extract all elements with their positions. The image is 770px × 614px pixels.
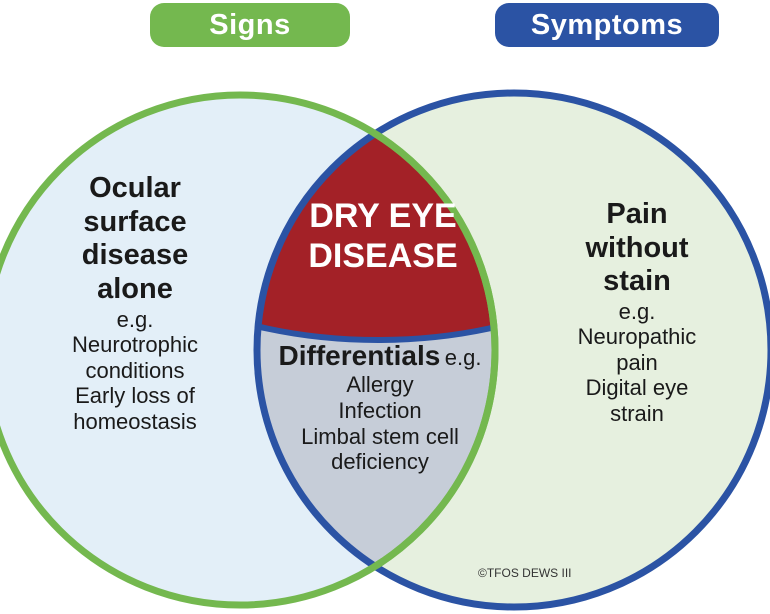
right-item: pain [616,349,658,375]
dry-eye-line: DISEASE [308,237,458,276]
differentials-item: Limbal stem cell [301,423,459,449]
symptoms-label-text: Symptoms [530,8,684,41]
dry-eye-disease-text: DRY EYE DISEASE [258,196,508,276]
left-item: homeostasis [73,408,197,434]
signs-circle-inner-arc [257,93,499,607]
differentials-item: deficiency [331,449,429,475]
left-eg: e.g. [116,306,154,332]
signs-only-text: Ocular surface disease alone e.g. Neurot… [40,172,230,434]
copyright-text: ©TFOS DEWS III [478,566,572,580]
left-heading-line: disease [81,239,189,272]
right-item: Neuropathic [577,324,697,350]
differentials-item: Infection [338,397,422,423]
left-heading-line: alone [97,272,173,305]
differentials-text: Differentials e.g. Allergy Infection Lim… [240,340,520,475]
left-heading-line: surface [83,205,187,238]
right-heading-line: Pain [606,198,668,230]
dry-eye-region [257,95,495,340]
right-eg: e.g. [618,298,656,324]
left-item: conditions [85,357,185,383]
signs-label: Signs [150,3,350,47]
symptoms-only-text: Pain without stain e.g. Neuropathic pain… [552,198,722,426]
left-item: Neurotrophic [72,332,198,358]
dry-eye-line: DRY EYE [309,197,457,235]
differentials-item: Allergy [346,372,414,398]
right-item: Digital eye [585,375,689,401]
right-heading-line: stain [603,265,671,298]
differentials-heading: Differentials e.g. [240,340,520,372]
left-heading-line: Ocular [89,172,181,204]
right-heading-line: without [585,231,689,264]
differentials-title: Differentials [278,340,441,371]
differentials-eg: e.g. [444,345,482,370]
symptoms-label: Symptoms [495,3,719,47]
left-item: Early loss of [75,383,195,409]
signs-label-text: Signs [209,8,291,41]
symptoms-circle-outline [253,89,770,611]
right-item: strain [610,400,664,426]
overlap-divider [257,95,495,343]
